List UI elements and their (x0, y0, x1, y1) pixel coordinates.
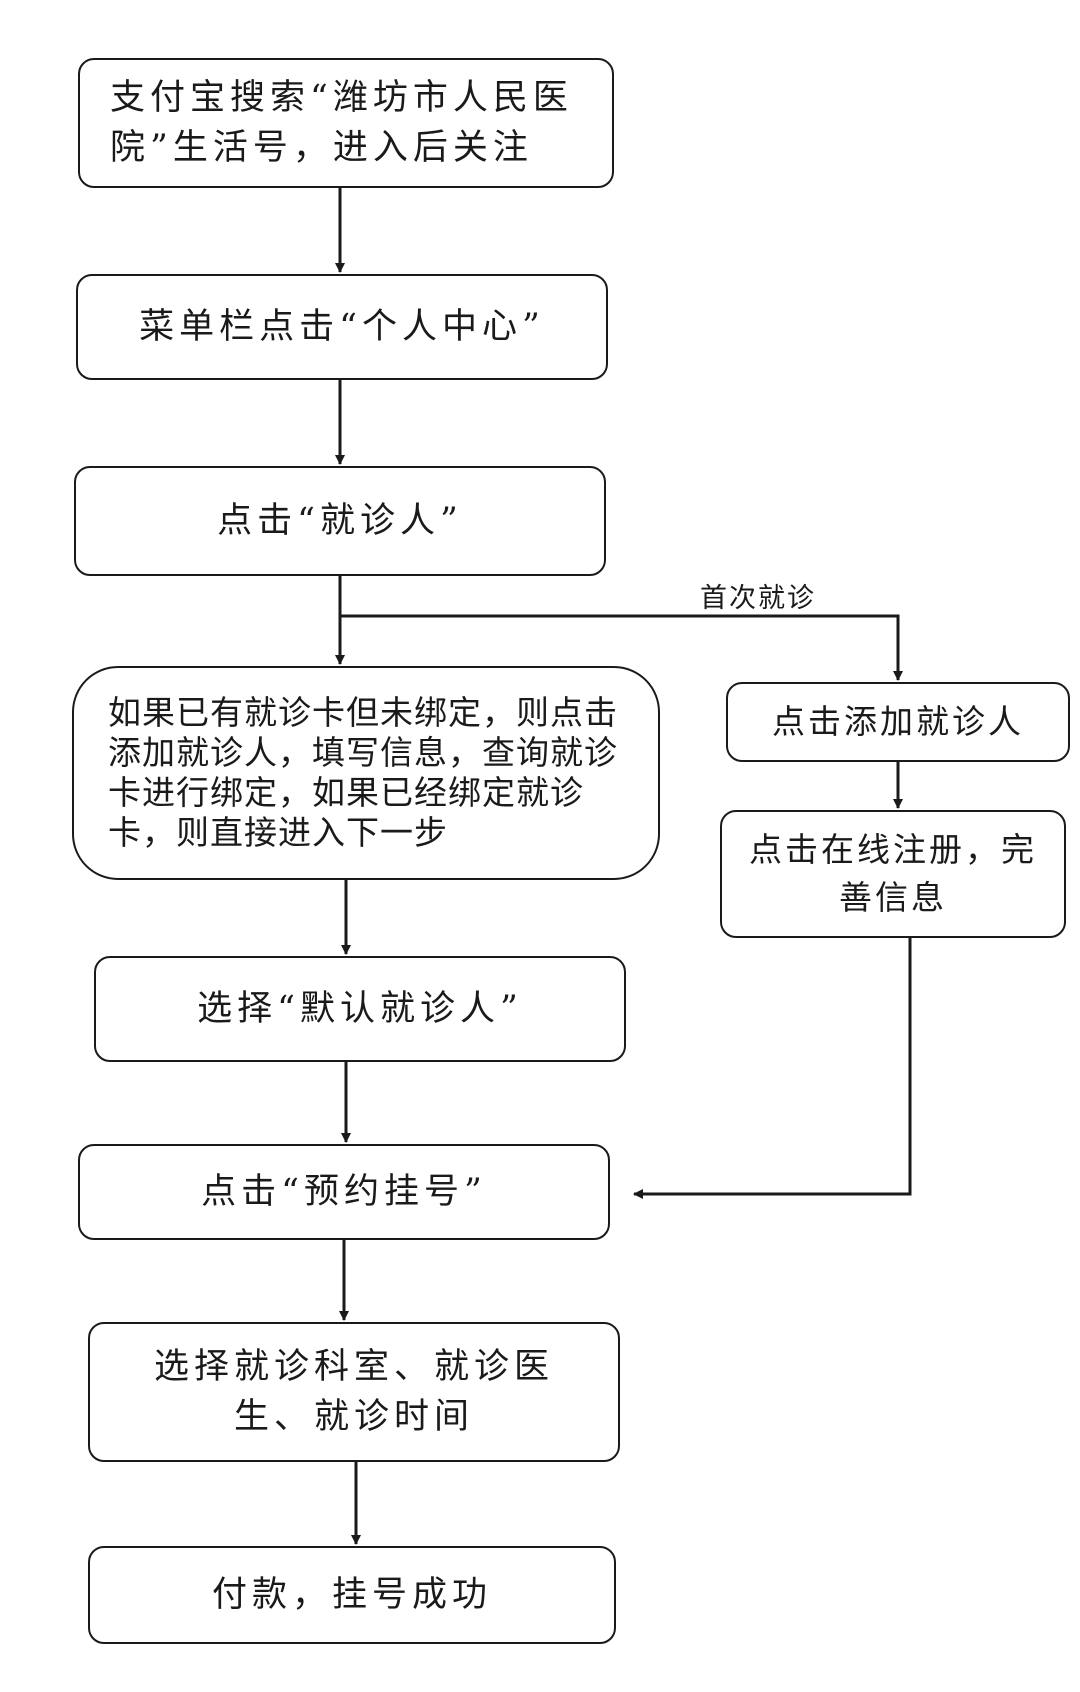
step-search-alipay-box: 支付宝搜索“潍坊市人民医院”生活号，进入后关注 (78, 58, 614, 188)
step-pay-success-box: 付款，挂号成功 (88, 1546, 616, 1644)
branch-first-visit-label: 首次就诊 (700, 583, 816, 614)
step-bind-card-box: 如果已有就诊卡但未绑定，则点击添加就诊人，填写信息，查询就诊卡进行绑定，如果已经… (72, 666, 660, 880)
step-pay-success-text: 付款，挂号成功 (211, 1575, 492, 1615)
arrow-b2-to-6 (633, 938, 912, 1199)
step-select-default-patient-text: 选择“默认就诊人” (197, 989, 523, 1029)
step-menu-personal-center-box: 菜单栏点击“个人中心” (76, 274, 608, 380)
step-bind-card-text: 如果已有就诊卡但未绑定，则点击添加就诊人，填写信息，查询就诊卡进行绑定，如果已经… (108, 693, 618, 852)
step-menu-personal-center-text: 菜单栏点击“个人中心” (139, 307, 545, 347)
step-select-dept-doctor-time-box: 选择就诊科室、就诊医生、就诊时间 (88, 1322, 620, 1462)
step-click-patient-box: 点击“就诊人” (74, 466, 606, 576)
step-select-dept-doctor-time-text: 选择就诊科室、就诊医生、就诊时间 (153, 1347, 554, 1437)
step-search-alipay-text: 支付宝搜索“潍坊市人民医院”生活号，进入后关注 (110, 78, 573, 168)
step-click-appointment-box: 点击“预约挂号” (78, 1144, 610, 1240)
branch-online-register-box: 点击在线注册，完善信息 (720, 810, 1066, 938)
step-click-appointment-text: 点击“预约挂号” (201, 1172, 487, 1212)
step-click-patient-text: 点击“就诊人” (217, 501, 463, 541)
step-select-default-patient-box: 选择“默认就诊人” (94, 956, 626, 1062)
branch-online-register-text: 点击在线注册，完善信息 (749, 830, 1037, 917)
branch-add-patient-box: 点击添加就诊人 (726, 682, 1070, 762)
branch-first-visit-line (340, 614, 903, 681)
branch-add-patient-text: 点击添加就诊人 (772, 702, 1024, 741)
